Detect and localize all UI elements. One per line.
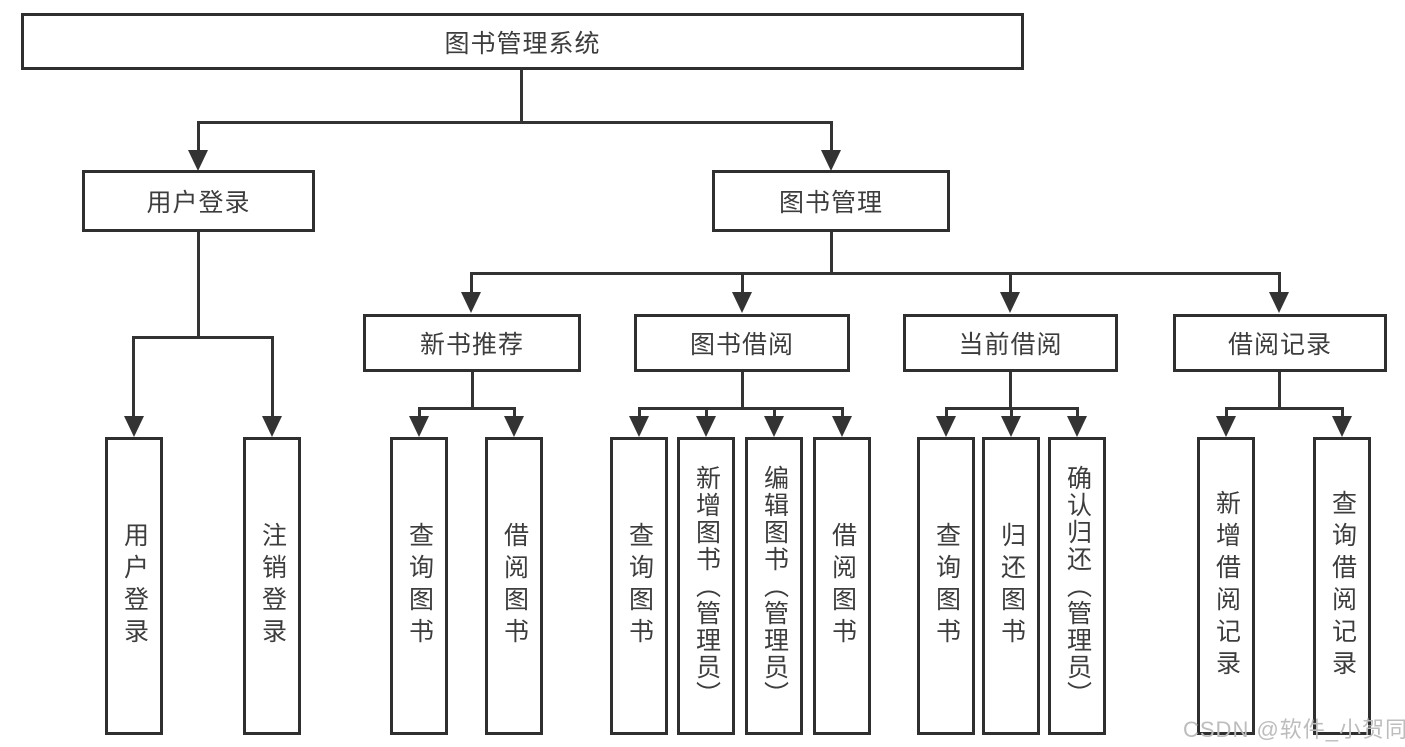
node-book-borrow: 图书借阅 — [634, 314, 850, 372]
connector-line — [841, 407, 844, 418]
connector-line — [418, 407, 516, 410]
arrow-down-icon — [1216, 416, 1236, 437]
leaf-query-borrow-record-label: 查询借阅记录 — [1328, 490, 1357, 682]
arrow-down-icon — [696, 416, 716, 437]
leaf-edit-book-admin-label: 编辑图书（管理员） — [760, 464, 789, 708]
arrow-down-icon — [732, 292, 752, 313]
arrow-down-icon — [188, 150, 208, 171]
leaf-borrow-book-1: 借阅图书 — [485, 437, 543, 735]
leaf-borrow-book-2-label: 借阅图书 — [828, 522, 857, 650]
connector-line — [705, 407, 708, 418]
node-book-management: 图书管理 — [712, 170, 950, 232]
arrow-down-icon — [629, 416, 649, 437]
node-user-login-label: 用户登录 — [146, 189, 251, 217]
node-borrow-records-label: 借阅记录 — [1227, 331, 1332, 359]
connector-line — [1010, 407, 1013, 418]
arrow-down-icon — [409, 416, 429, 437]
connector-line — [271, 336, 274, 418]
leaf-confirm-return-admin: 确认归还（管理员） — [1048, 437, 1106, 735]
arrow-down-icon — [1269, 292, 1289, 313]
leaf-query-book-3: 查询图书 — [917, 437, 975, 735]
arrow-down-icon — [936, 416, 956, 437]
leaf-edit-book-admin: 编辑图书（管理员） — [745, 437, 803, 735]
connector-line — [773, 407, 776, 418]
connector-line — [470, 272, 1281, 275]
connector-line — [197, 121, 200, 152]
node-current-borrow-label: 当前借阅 — [958, 331, 1063, 359]
leaf-add-borrow-record-label: 新增借阅记录 — [1212, 490, 1241, 682]
connector-line — [471, 370, 474, 409]
node-current-borrow: 当前借阅 — [903, 314, 1118, 372]
node-book-management-label: 图书管理 — [778, 189, 883, 217]
node-book-borrow-label: 图书借阅 — [689, 331, 794, 359]
arrow-down-icon — [1000, 292, 1020, 313]
leaf-return-book-label: 归还图书 — [997, 522, 1026, 650]
leaf-user-login-label: 用户登录 — [120, 522, 149, 650]
connector-line — [197, 230, 200, 338]
node-new-book-recommend: 新书推荐 — [363, 314, 581, 372]
leaf-query-borrow-record: 查询借阅记录 — [1313, 437, 1371, 735]
arrow-down-icon — [124, 416, 144, 437]
leaf-add-borrow-record: 新增借阅记录 — [1197, 437, 1255, 735]
leaf-logout: 注销登录 — [243, 437, 301, 735]
connector-line — [1341, 407, 1344, 418]
connector-line — [1225, 407, 1343, 410]
connector-line — [520, 70, 523, 123]
connector-line — [1076, 407, 1079, 418]
connector-line — [638, 407, 844, 410]
arrow-down-icon — [764, 416, 784, 437]
arrow-down-icon — [1067, 416, 1087, 437]
leaf-logout-label: 注销登录 — [258, 522, 287, 650]
leaf-query-book-2: 查询图书 — [610, 437, 668, 735]
leaf-add-book-admin-label: 新增图书（管理员） — [692, 464, 721, 708]
connector-line — [132, 336, 135, 418]
connector-line — [830, 230, 833, 274]
connector-line — [830, 121, 833, 152]
arrow-down-icon — [832, 416, 852, 437]
connector-line — [1278, 370, 1281, 409]
connector-line — [1225, 407, 1228, 418]
arrow-down-icon — [821, 150, 841, 171]
leaf-add-book-admin: 新增图书（管理员） — [677, 437, 735, 735]
connector-line — [132, 336, 274, 339]
node-borrow-records: 借阅记录 — [1173, 314, 1387, 372]
arrow-down-icon — [461, 292, 481, 313]
connector-line — [418, 407, 421, 418]
connector-line — [513, 407, 516, 418]
leaf-borrow-book-1-label: 借阅图书 — [500, 522, 529, 650]
node-root: 图书管理系统 — [21, 13, 1024, 70]
leaf-return-book: 归还图书 — [982, 437, 1040, 735]
arrow-down-icon — [262, 416, 282, 437]
connector-line — [638, 407, 641, 418]
arrow-down-icon — [504, 416, 524, 437]
connector-line — [741, 370, 744, 409]
arrow-down-icon — [1332, 416, 1352, 437]
connector-line — [470, 272, 473, 294]
leaf-query-book-2-label: 查询图书 — [625, 522, 654, 650]
leaf-query-book-1-label: 查询图书 — [405, 522, 434, 650]
connector-line — [1009, 272, 1012, 294]
watermark: CSDN @软件_小贺同学 — [1183, 717, 1405, 742]
leaf-user-login: 用户登录 — [105, 437, 163, 735]
connector-line — [945, 407, 948, 418]
connector-line — [1278, 272, 1281, 294]
connector-line — [1009, 370, 1012, 409]
leaf-query-book-1: 查询图书 — [390, 437, 448, 735]
node-new-book-recommend-label: 新书推荐 — [419, 331, 524, 359]
leaf-borrow-book-2: 借阅图书 — [813, 437, 871, 735]
connector-line — [197, 121, 833, 124]
node-root-label: 图书管理系统 — [444, 29, 601, 58]
arrow-down-icon — [1001, 416, 1021, 437]
leaf-confirm-return-admin-label: 确认归还（管理员） — [1063, 464, 1092, 708]
node-user-login: 用户登录 — [82, 170, 315, 232]
connector-line — [741, 272, 744, 294]
leaf-query-book-3-label: 查询图书 — [932, 522, 961, 650]
